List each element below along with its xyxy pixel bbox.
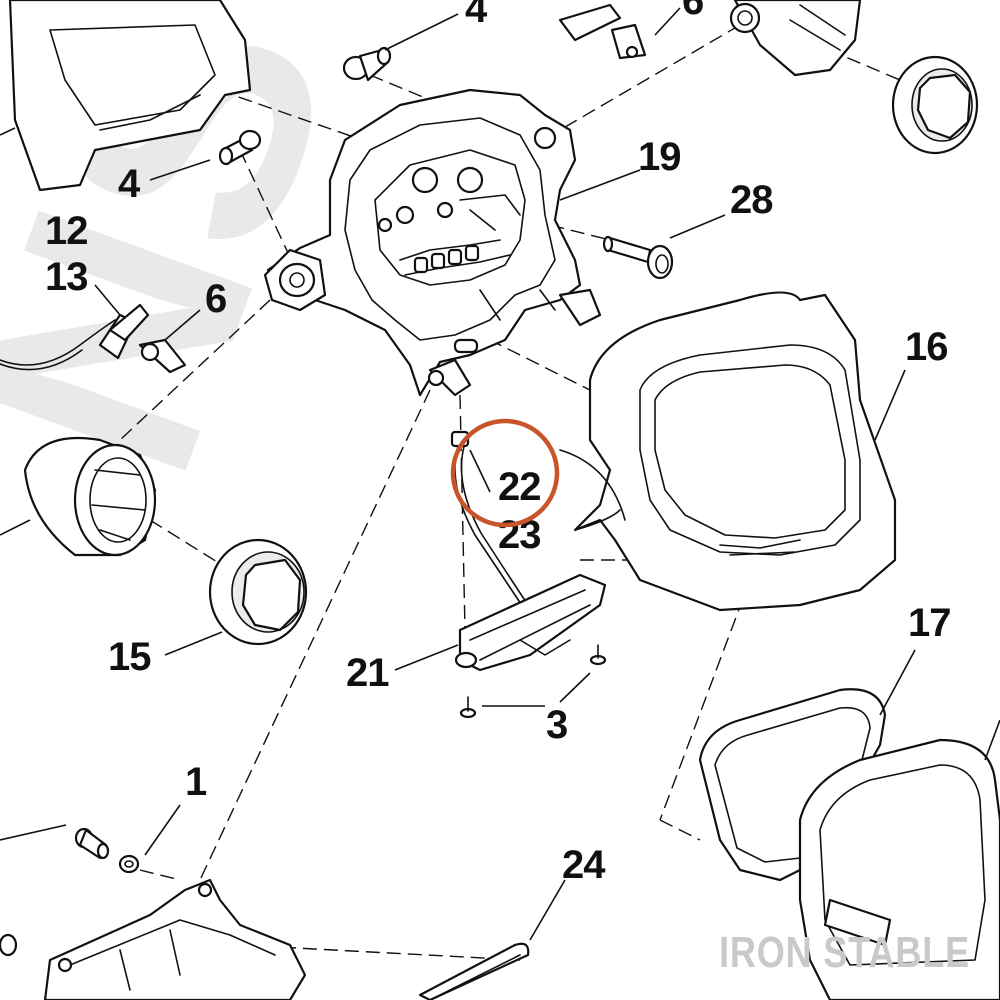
- pin-washer-part: [74, 827, 140, 874]
- callout-c8: 6: [205, 277, 227, 321]
- trim-strip-part: [418, 942, 530, 1000]
- callout-c2: 6: [682, 0, 704, 23]
- wire-harness-part: [0, 303, 150, 371]
- callout-c17: 24: [562, 843, 606, 887]
- bolt-part: [602, 235, 674, 280]
- headlamp-nacelle-cover-part: [559, 291, 897, 612]
- highlight-circle: [450, 418, 560, 528]
- lower-bracket-part: [0, 878, 307, 1000]
- top-left-cover-part: [8, 0, 252, 192]
- callout-c7: 13: [45, 255, 88, 299]
- lens-ring-part: [891, 55, 979, 155]
- callout-labels: 4 6 4 19 28 12 13 6 16 22 23 15 21 17 3 …: [45, 0, 952, 887]
- screw-part: [459, 644, 607, 719]
- callout-c1: 4: [465, 0, 488, 31]
- leader-lines: [0, 7, 1000, 941]
- callout-c9: 16: [905, 325, 948, 369]
- callout-c6: 12: [45, 209, 88, 253]
- lamp-housing-part: [729, 0, 862, 77]
- connector-part: [138, 338, 187, 374]
- lower-lamp-part: [698, 688, 1000, 1000]
- callout-c12: 15: [108, 635, 151, 679]
- callout-c4: 19: [638, 135, 681, 179]
- callout-c15: 3: [546, 703, 568, 747]
- callout-c13: 21: [346, 651, 389, 695]
- callout-c11: 23: [498, 513, 541, 557]
- connector-part: [558, 3, 647, 60]
- callout-c14: 17: [908, 601, 951, 645]
- lens-ring-part: [208, 538, 308, 646]
- left-socket-part: [263, 248, 327, 312]
- pin-part: [218, 129, 262, 166]
- brand-watermark: IRON STABLE: [719, 928, 970, 977]
- callout-c10: 22: [498, 465, 541, 509]
- headlamp-bucket-part: [266, 88, 602, 397]
- callout-c5: 28: [730, 178, 773, 222]
- callout-c3: 4: [118, 162, 141, 206]
- pin-part: [342, 46, 392, 82]
- callout-c16: 1: [185, 760, 207, 804]
- lamp-shell-part: [23, 436, 157, 557]
- bracket-part: [454, 573, 607, 672]
